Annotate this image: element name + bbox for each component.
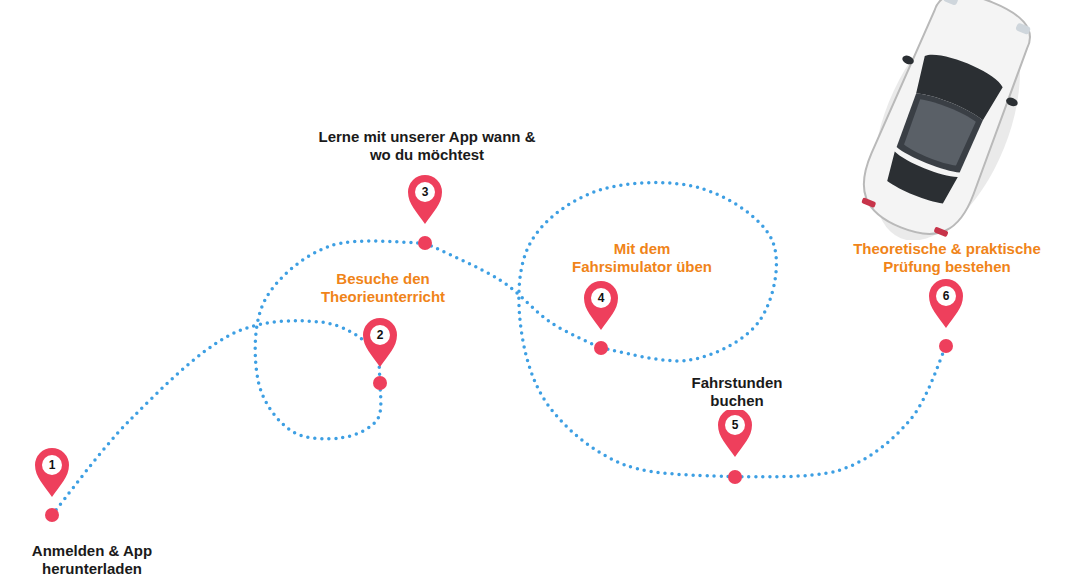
step-number: 2: [370, 328, 390, 342]
step-label: Mit dem Fahrsimulator üben: [565, 240, 719, 276]
step-number: 5: [725, 418, 745, 432]
step-label: Fahrstunden buchen: [680, 374, 794, 410]
step-number: 6: [936, 289, 956, 303]
step-label: Anmelden & App herunterladen: [15, 542, 169, 578]
pin-shape: [362, 317, 398, 390]
pin-dot: [45, 508, 59, 522]
dotted-route: [52, 321, 380, 515]
step-label: Theoretische & praktische Prüfung besteh…: [830, 240, 1064, 276]
pin-dot: [594, 341, 608, 355]
location-pin: Fahrstunden buchen5: [717, 407, 753, 484]
location-pin: Anmelden & App herunterladen1: [34, 447, 70, 522]
step-label: Lerne mit unserer App wann & wo du möcht…: [310, 128, 544, 164]
dotted-route: [519, 183, 777, 477]
dotted-route: [735, 346, 946, 477]
step-number: 4: [591, 291, 611, 305]
pin-dot: [373, 376, 387, 390]
step-label: Besuche den Theorieunterricht: [306, 270, 460, 306]
location-pin: Theoretische & praktische Prüfung besteh…: [928, 278, 964, 353]
pin-dot: [728, 470, 742, 484]
location-pin: Mit dem Fahrsimulator üben4: [583, 280, 619, 355]
location-pin: Lerne mit unserer App wann & wo du möcht…: [407, 174, 443, 250]
location-pin: Besuche den Theorieunterricht2: [362, 317, 398, 390]
step-number: 1: [42, 458, 62, 472]
pin-dot: [418, 236, 432, 250]
step-number: 3: [415, 185, 435, 199]
pin-dot: [939, 339, 953, 353]
